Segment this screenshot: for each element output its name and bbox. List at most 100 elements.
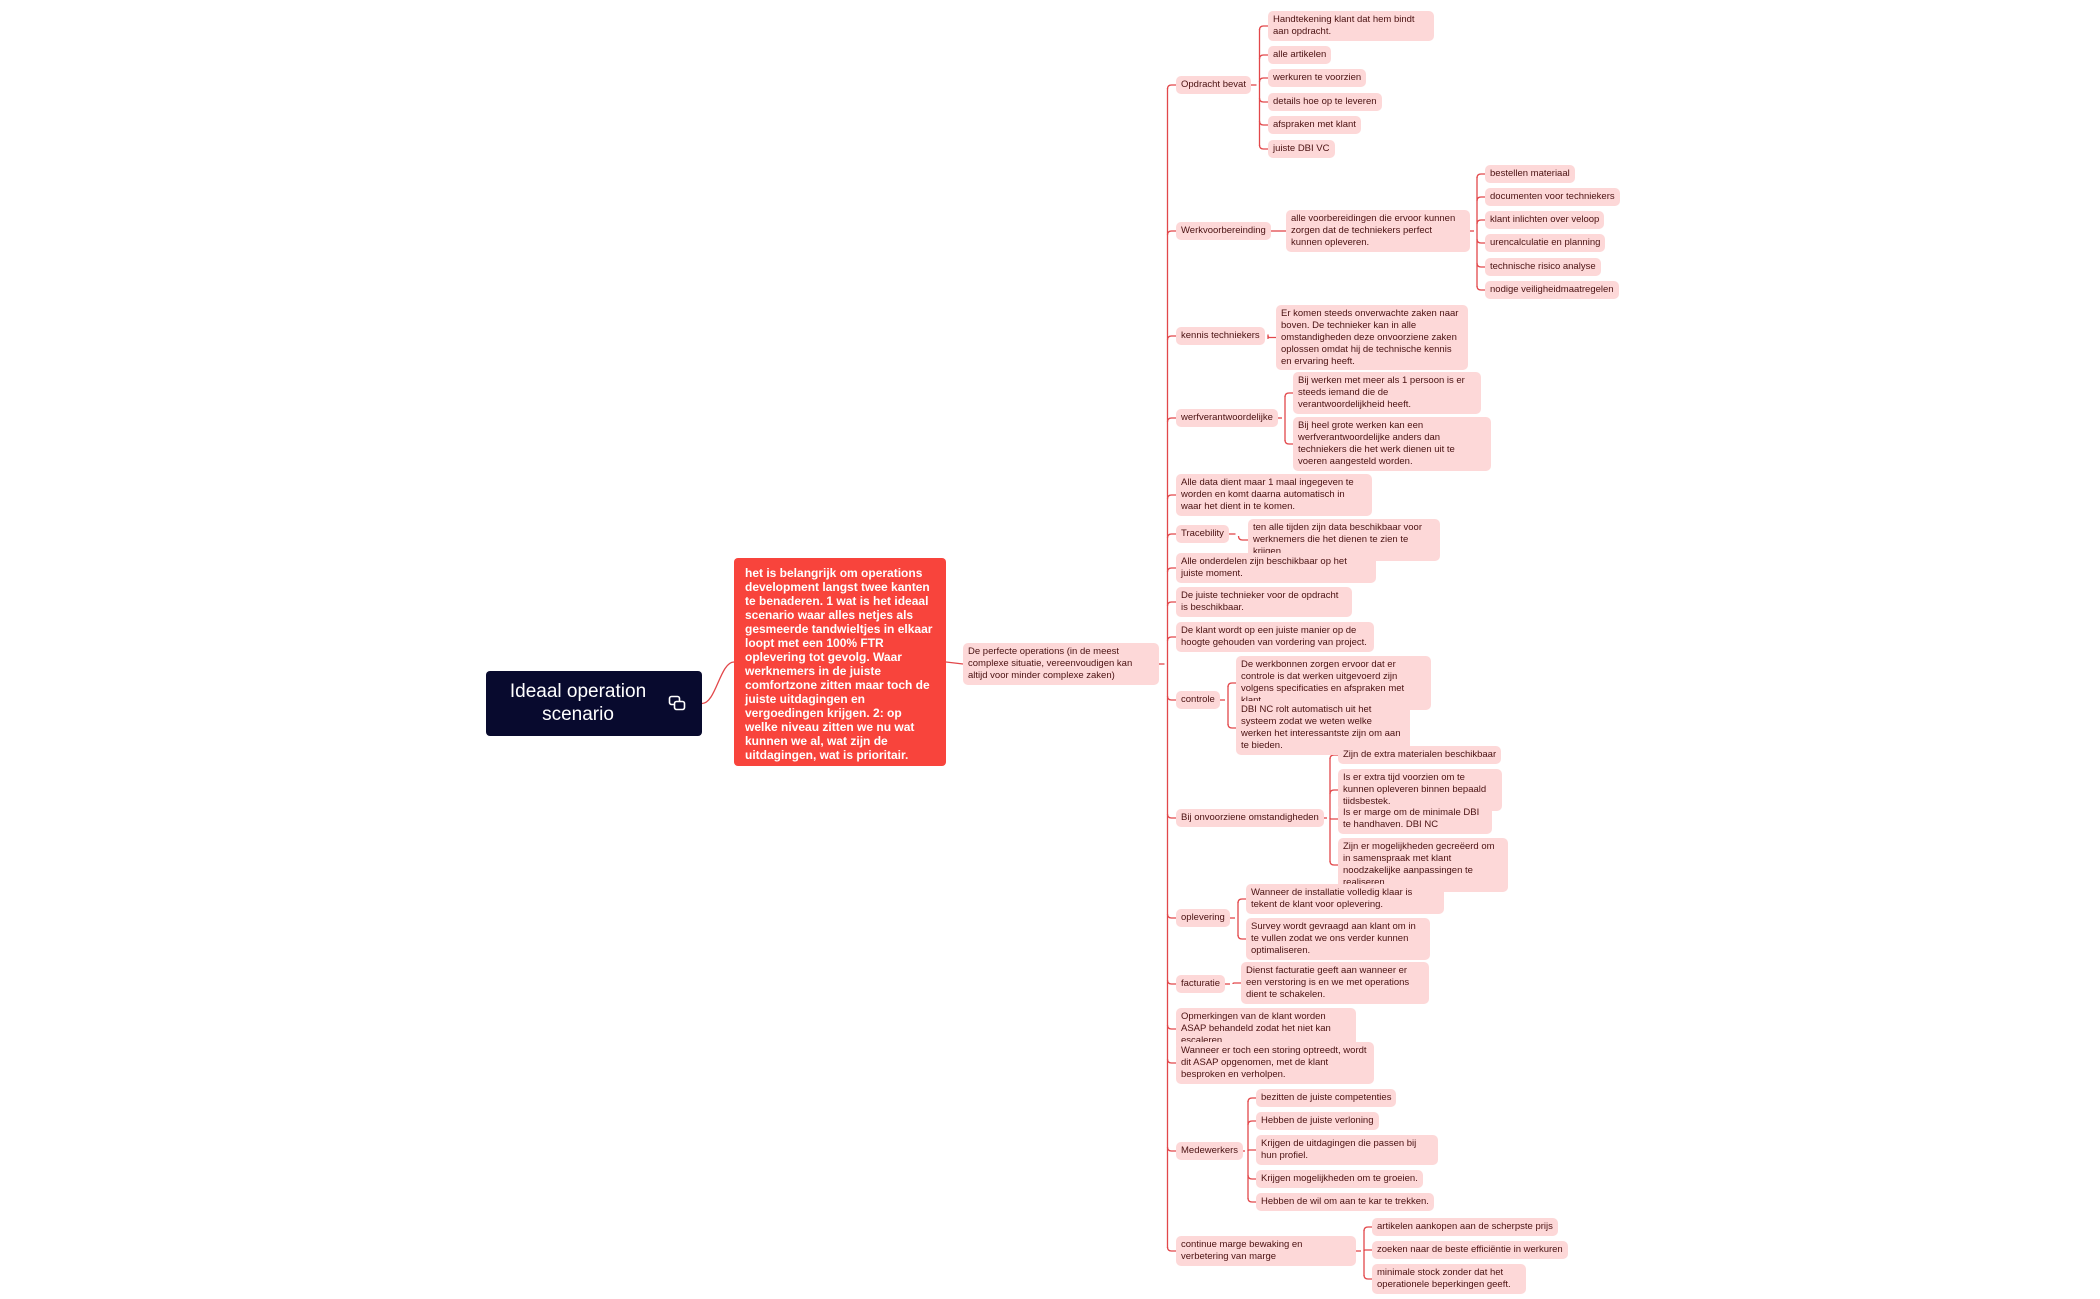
branch-4[interactable]: werfverantwoordelijke: [1176, 409, 1278, 427]
branch-4-child-2[interactable]: Bij heel grote werken kan een werfverant…: [1293, 417, 1491, 471]
hub-link-10: [1166, 813, 1176, 819]
branch-2-grandchild-5[interactable]: technische risico analyse: [1485, 258, 1601, 276]
branch-2-sub-link-3: [1476, 238, 1485, 244]
branch-11-link-2: [1329, 817, 1338, 820]
branch-1-child-3[interactable]: werkuren te voorzien: [1268, 69, 1367, 87]
branch-2-grandchild-1[interactable]: bestellen materiaal: [1485, 165, 1575, 183]
hub-link-3: [1166, 417, 1176, 423]
branch-1-child-1[interactable]: Handtekening klant dat hem bindt aan opd…: [1268, 11, 1434, 41]
branch-10-child-1[interactable]: De werkbonnen zorgen ervoor dat er contr…: [1236, 656, 1431, 710]
branch-3[interactable]: kennis techniekers: [1176, 327, 1265, 345]
branch-16-child-1[interactable]: bezitten de juiste competenties: [1256, 1089, 1397, 1107]
branch-11-link-0: [1329, 754, 1338, 760]
branch-17-child-3[interactable]: minimale stock zonder dat het operatione…: [1372, 1264, 1526, 1294]
hub-link-0: [1166, 84, 1176, 90]
hub-link-5: [1166, 533, 1176, 539]
branch-7[interactable]: Alle onderdelen zijn beschikbaar op het …: [1176, 553, 1376, 583]
branch-10[interactable]: controle: [1176, 691, 1220, 709]
branch-1-link-4: [1258, 120, 1268, 126]
root-topic[interactable]: Ideaal operation scenario: [486, 671, 702, 736]
hub-link-7: [1166, 601, 1176, 607]
branch-17-child-1[interactable]: artikelen aankopen aan de scherpste prij…: [1372, 1218, 1558, 1236]
branch-10-link-1: [1227, 723, 1236, 729]
branch-2-sub-link-2: [1476, 219, 1485, 225]
branch-16-link-1: [1247, 1120, 1256, 1126]
branch-16-link-0: [1247, 1097, 1256, 1103]
branch-4-link-1: [1284, 439, 1293, 445]
branch-8[interactable]: De juiste technieker voor de opdracht is…: [1176, 587, 1352, 617]
branch-3-child-1[interactable]: Er komen steeds onverwachte zaken naar b…: [1276, 305, 1468, 371]
hub-topic[interactable]: De perfecte operations (in de meest comp…: [963, 643, 1159, 685]
branch-17[interactable]: continue marge bewaking en verbetering v…: [1176, 1236, 1356, 1266]
branch-1-link-5: [1258, 144, 1268, 150]
hub-link-16: [1166, 1246, 1176, 1252]
branch-2-sub-link-4: [1476, 262, 1485, 268]
branch-11-child-4[interactable]: Zijn er mogelijkheden gecreëerd om in sa…: [1338, 838, 1508, 892]
branch-2-grandchild-3[interactable]: klant inlichten over veloop: [1485, 211, 1605, 229]
branch-4-child-1[interactable]: Bij werken met meer als 1 persoon is er …: [1293, 372, 1481, 414]
branch-11-link-1: [1329, 789, 1338, 795]
hub-link-4: [1166, 494, 1176, 500]
branch-16[interactable]: Medewerkers: [1176, 1142, 1244, 1160]
hub-link-14: [1166, 1058, 1176, 1064]
hub-link-8: [1166, 636, 1176, 642]
branch-2-sub-link-0: [1476, 173, 1485, 179]
branch-1-child-5[interactable]: afspraken met klant: [1268, 116, 1361, 134]
branch-1-child-4[interactable]: details hoe op te leveren: [1268, 93, 1382, 111]
branch-12-child-2[interactable]: Survey wordt gevraagd aan klant om in te…: [1246, 918, 1430, 960]
branch-2-sub-link-1: [1476, 196, 1485, 202]
branch-11[interactable]: Bij onvoorziene omstandigheden: [1176, 809, 1324, 827]
branch-3-link-0: [1267, 335, 1276, 339]
branch-5[interactable]: Alle data dient maar 1 maal ingegeven te…: [1176, 474, 1372, 516]
branch-12-child-1[interactable]: Wanneer de installatie volledig klaar is…: [1246, 884, 1444, 914]
branch-6-link-0: [1237, 535, 1248, 541]
branch-1-child-6[interactable]: juiste DBI VC: [1268, 140, 1335, 158]
hub-link-11: [1166, 913, 1176, 919]
branch-17-link-2: [1363, 1274, 1372, 1280]
hub-link-9: [1166, 695, 1176, 701]
branch-11-child-1[interactable]: Zijn de extra materialen beschikbaar: [1338, 746, 1502, 764]
hub-link-2: [1166, 335, 1176, 341]
branch-12-link-1: [1237, 934, 1246, 940]
branch-1[interactable]: Opdracht bevat: [1176, 76, 1251, 94]
branch-17-link-0: [1363, 1226, 1372, 1232]
branch-13-link-0: [1232, 982, 1241, 985]
main-to-hub: [945, 661, 964, 665]
branch-16-link-4: [1247, 1197, 1256, 1203]
branch-2-grandchild-4[interactable]: urencalculatie en planning: [1485, 234, 1606, 252]
branch-11-child-2[interactable]: Is er extra tijd voorzien om te kunnen o…: [1338, 769, 1502, 811]
branch-13-child-1[interactable]: Dienst facturatie geeft aan wanneer er e…: [1241, 962, 1429, 1004]
branch-1-child-2[interactable]: alle artikelen: [1268, 46, 1332, 64]
branch-1-link-1: [1258, 54, 1268, 60]
linked-copy-icon[interactable]: [668, 695, 686, 711]
branch-2-grandchild-2[interactable]: documenten voor techniekers: [1485, 188, 1620, 206]
branch-6[interactable]: Tracebility: [1176, 525, 1229, 543]
branch-16-child-2[interactable]: Hebben de juiste verloning: [1256, 1112, 1379, 1130]
branch-1-link-3: [1258, 97, 1268, 103]
branch-16-link-2: [1247, 1149, 1256, 1152]
branch-17-link-1: [1363, 1249, 1372, 1252]
branch-16-child-4[interactable]: Krijgen mogelijkheden om te groeien.: [1256, 1170, 1423, 1188]
branch-17-child-2[interactable]: zoeken naar de beste efficiëntie in werk…: [1372, 1241, 1568, 1259]
branch-13[interactable]: facturatie: [1176, 975, 1226, 993]
hub-link-13: [1166, 1024, 1176, 1030]
branch-1-link-2: [1258, 77, 1268, 83]
branch-11-child-3[interactable]: Is er marge om de minimale DBI te handha…: [1338, 804, 1492, 834]
branch-10-child-2[interactable]: DBI NC rolt automatisch uit het systeem …: [1236, 701, 1410, 755]
hub-link-15: [1166, 1146, 1176, 1152]
branch-2-sub-link-5: [1476, 285, 1485, 291]
branch-15[interactable]: Wanneer er toch een storing optreedt, wo…: [1176, 1042, 1374, 1084]
branch-12[interactable]: oplevering: [1176, 909, 1230, 927]
branch-2-grandchild-6[interactable]: nodige veiligheidmaatregelen: [1485, 281, 1619, 299]
branch-16-child-5[interactable]: Hebben de wil om aan te kar te trekken.: [1256, 1193, 1434, 1211]
hub-link-6: [1166, 567, 1176, 573]
branch-16-child-3[interactable]: Krijgen de uitdagingen die passen bij hu…: [1256, 1135, 1438, 1165]
main-topic[interactable]: het is belangrijk om operations developm…: [734, 558, 946, 766]
branch-2[interactable]: Werkvoorbereinding: [1176, 222, 1271, 240]
branch-16-link-3: [1247, 1174, 1256, 1180]
hub-link-1: [1166, 230, 1176, 236]
branch-12-link-0: [1237, 898, 1246, 904]
branch-9[interactable]: De klant wordt op een juiste manier op d…: [1176, 622, 1374, 652]
branch-2-child-1[interactable]: alle voorbereidingen die ervoor kunnen z…: [1286, 210, 1470, 252]
